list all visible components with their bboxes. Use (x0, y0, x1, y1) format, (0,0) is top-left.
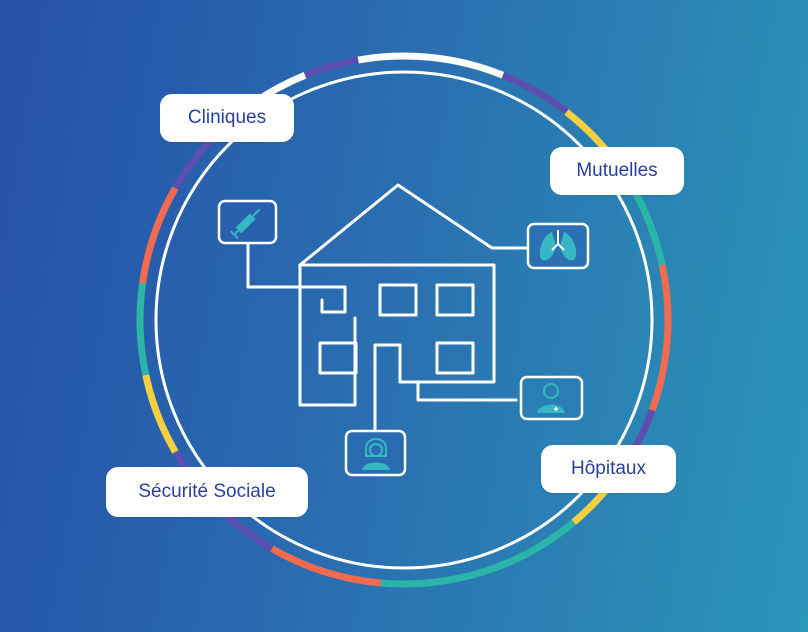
outer-ring-segment (303, 56, 359, 79)
doctor-icon (519, 375, 584, 421)
outer-ring-segment (501, 71, 569, 115)
window-bottom-left (318, 341, 358, 375)
window-bottom-right (435, 341, 475, 375)
syringe-icon (217, 199, 278, 245)
roof-line (298, 183, 530, 267)
lungs-icon (526, 222, 590, 270)
outer-ring-segment (136, 282, 150, 376)
outer-ring-segment (648, 264, 672, 412)
outer-ring-segment (142, 374, 179, 454)
outer-ring-segment (139, 186, 179, 284)
label-hopitaux: Hôpitaux (541, 445, 676, 493)
door-connector (373, 343, 420, 432)
outer-ring-segment (458, 519, 576, 582)
outer-ring-segment (357, 52, 505, 79)
window-top-right (435, 283, 475, 317)
inner-ring (154, 70, 654, 570)
outer-ring-segment (380, 574, 460, 588)
label-securite-sociale: Sécurité Sociale (106, 467, 308, 517)
window-top-middle (378, 283, 418, 317)
nurse-icon (344, 429, 407, 477)
house-network (246, 183, 530, 432)
label-cliniques: Cliniques (160, 94, 294, 142)
label-mutuelles: Mutuelles (550, 147, 684, 195)
outer-ring-segment (270, 545, 382, 587)
syringe-connector (246, 241, 347, 314)
